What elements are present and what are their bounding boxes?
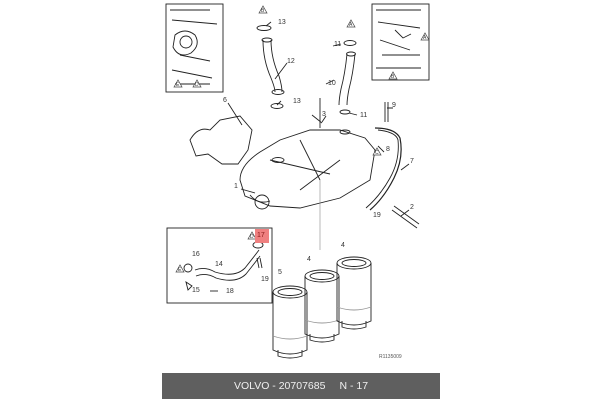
callout-15: 15	[192, 287, 200, 294]
brand-name: VOLVO	[233, 380, 270, 392]
part-id: VOLVO - 20707685	[234, 380, 325, 392]
drawing-reference-code: R1135009	[379, 354, 402, 360]
callout-4b: 4	[341, 242, 345, 249]
svg-text:E: E	[178, 267, 182, 273]
callout-1: 1	[234, 183, 238, 190]
svg-text:E: E	[176, 82, 180, 88]
exploded-view-drawing: B A E D A B C D E	[165, 3, 430, 359]
highlighted-part-17[interactable]: 17	[255, 229, 269, 243]
callout-11a: 11	[334, 41, 342, 48]
callout-12: 12	[287, 58, 295, 65]
svg-text:A: A	[423, 35, 427, 41]
callout-4a: 4	[307, 256, 311, 263]
callout-13a: 13	[278, 19, 286, 26]
callout-8: 8	[386, 146, 390, 153]
callout-10: 10	[328, 80, 336, 87]
callout-9: 9	[392, 102, 396, 109]
part-info-bar: VOLVO - 20707685 N - 17	[162, 373, 440, 399]
part-number: 20707685	[278, 380, 326, 392]
callout-13b: 13	[293, 98, 301, 105]
callout-6: 6	[223, 97, 227, 104]
callout-11b: 11	[360, 112, 368, 119]
callout-7: 7	[410, 158, 414, 165]
svg-text:A: A	[349, 22, 353, 28]
separator: -	[272, 380, 276, 392]
svg-text:C: C	[375, 150, 379, 156]
svg-text:B: B	[391, 74, 395, 80]
svg-text:D: D	[250, 234, 254, 240]
svg-text:D: D	[195, 82, 199, 88]
callout-18: 18	[226, 288, 234, 295]
callout-19b: 19	[373, 212, 381, 219]
callout-16: 16	[192, 251, 200, 258]
callout-5: 5	[278, 269, 282, 276]
highlighted-part-label: 17	[257, 232, 265, 239]
callout-2: 2	[410, 204, 414, 211]
svg-text:B: B	[261, 8, 265, 14]
callout-19a: 19	[261, 276, 269, 283]
callout-14: 14	[215, 261, 223, 268]
diagram-position: N - 17	[339, 380, 369, 392]
callout-3: 3	[322, 111, 326, 118]
parts-diagram: B A E D A B C D E 1 2 3 4 4 5 6 7 8 9 10…	[165, 3, 430, 360]
